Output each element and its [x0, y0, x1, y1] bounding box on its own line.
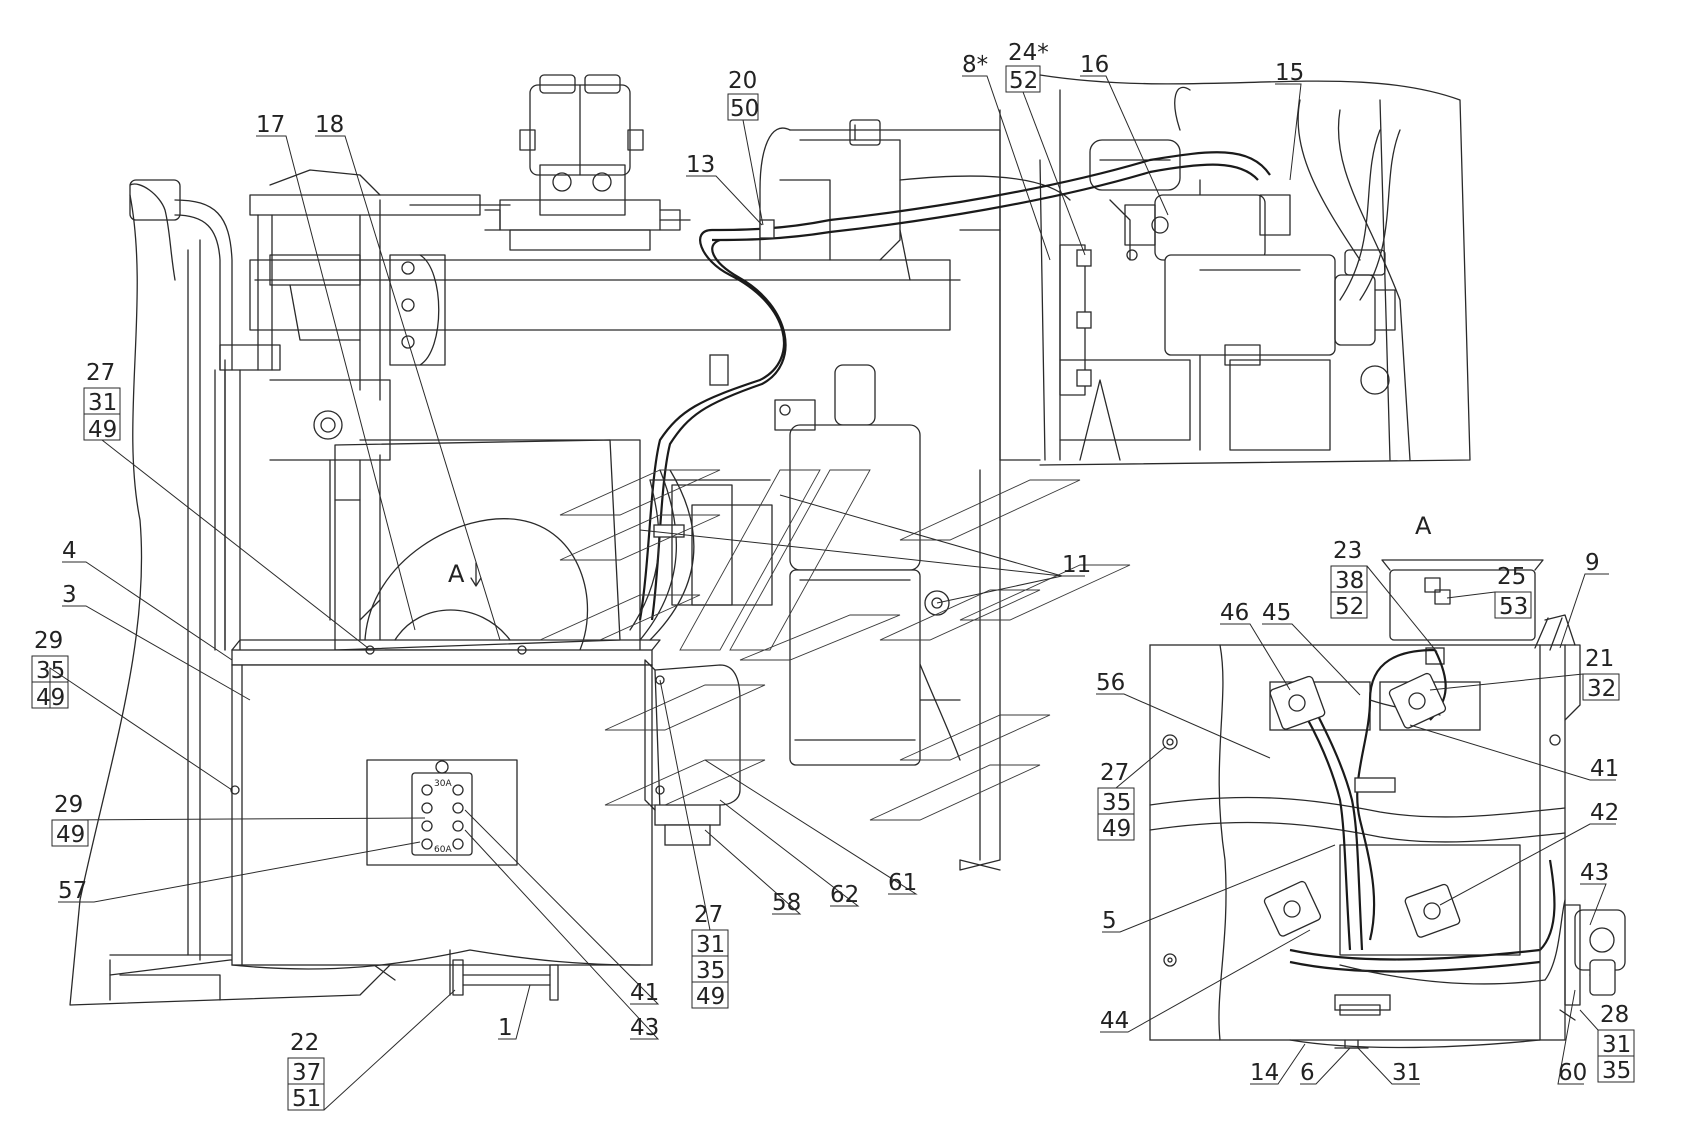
detail-view-a: A: [1149, 512, 1626, 1049]
callout-20: 20: [728, 68, 757, 94]
callout-49a: 49: [88, 417, 117, 443]
callout-8: 8*: [962, 52, 988, 78]
terminal-21: [1388, 672, 1447, 729]
callout-d5: 5: [1102, 908, 1117, 934]
callout-13: 13: [686, 152, 715, 178]
callout-d21: 21: [1585, 646, 1614, 672]
main-callouts: 17 18 20 50 13 8* 24* 52 16 15 27 31 49: [31, 40, 1304, 1112]
callout-24: 24*: [1008, 40, 1049, 66]
overlay-shapes: [539, 469, 1131, 821]
callout-3: 3: [62, 582, 77, 608]
terminal-44: [1263, 880, 1322, 937]
filter-cylinder: [774, 364, 921, 766]
callout-d35: 35: [1602, 1058, 1631, 1084]
detail-view-title: A: [1415, 512, 1432, 540]
callout-d44: 44: [1100, 1008, 1129, 1034]
callout-d49: 49: [1102, 816, 1131, 842]
callout-17: 17: [256, 112, 285, 138]
callout-51: 51: [292, 1086, 321, 1112]
callout-d9: 9: [1585, 550, 1600, 576]
chassis-frame: [69, 74, 1471, 1006]
callout-d56: 56: [1096, 670, 1125, 696]
terminal-46: [1269, 675, 1326, 730]
callout-27a: 27: [86, 360, 115, 386]
callout-52: 52: [1009, 68, 1038, 94]
callout-d38: 38: [1335, 568, 1364, 594]
callout-18: 18: [315, 112, 344, 138]
callout-4: 4: [62, 538, 77, 564]
callout-1: 1: [498, 1015, 513, 1041]
callout-16: 16: [1080, 52, 1109, 78]
valve-block: [409, 74, 691, 251]
callout-58: 58: [772, 890, 801, 916]
fuse-rating-60a: 60A: [434, 845, 452, 855]
terminal-42: [1404, 883, 1461, 938]
callout-d14: 14: [1250, 1060, 1279, 1086]
callout-d41: 41: [1590, 756, 1619, 782]
callout-50: 50: [730, 96, 759, 122]
relay-box: [644, 659, 741, 846]
battery-box: 30A 60A: [230, 439, 661, 1001]
callout-d27: 27: [1100, 760, 1129, 786]
callout-d46: 46: [1220, 600, 1249, 626]
callout-29b: 29: [54, 792, 83, 818]
callout-d53: 53: [1499, 594, 1528, 620]
callout-35b: 35: [696, 958, 725, 984]
callout-57: 57: [58, 878, 87, 904]
callout-d31b: 31: [1392, 1060, 1421, 1086]
callout-11: 11: [1062, 552, 1091, 578]
callout-d45: 45: [1262, 600, 1291, 626]
callout-49b: 49: [36, 685, 65, 711]
callout-d43: 43: [1580, 860, 1609, 886]
callout-d35: 35: [1102, 790, 1131, 816]
callout-d6: 6: [1300, 1060, 1315, 1086]
view-marker-label: A: [448, 560, 465, 588]
callout-43a: 43: [630, 1015, 659, 1041]
fuse-rating-30a: 30A: [434, 779, 452, 789]
cable-harness: [629, 151, 1271, 641]
callout-d52: 52: [1335, 594, 1364, 620]
callout-41a: 41: [630, 980, 659, 1006]
callout-49d: 49: [696, 984, 725, 1010]
callout-d25: 25: [1497, 564, 1526, 590]
callout-35a: 35: [36, 658, 65, 684]
mounting-bracket: [129, 169, 481, 651]
callout-49c: 49: [56, 822, 85, 848]
callout-d60: 60: [1558, 1060, 1587, 1086]
callout-d42: 42: [1590, 800, 1619, 826]
callout-15: 15: [1275, 60, 1304, 86]
callout-d31: 31: [1602, 1032, 1631, 1058]
callout-d28: 28: [1600, 1002, 1629, 1028]
starter-motor: [1059, 129, 1401, 396]
detail-callouts: 23 38 52 25 53 9 46 45 21 32 56 27 35 49: [1096, 538, 1635, 1086]
callout-37: 37: [292, 1060, 321, 1086]
callout-d23: 23: [1333, 538, 1362, 564]
callout-d32: 32: [1587, 676, 1616, 702]
callout-31a: 31: [88, 390, 117, 416]
callout-29a: 29: [34, 628, 63, 654]
callout-22: 22: [290, 1030, 319, 1056]
callout-31b: 31: [696, 932, 725, 958]
view-marker: A: [448, 560, 482, 588]
